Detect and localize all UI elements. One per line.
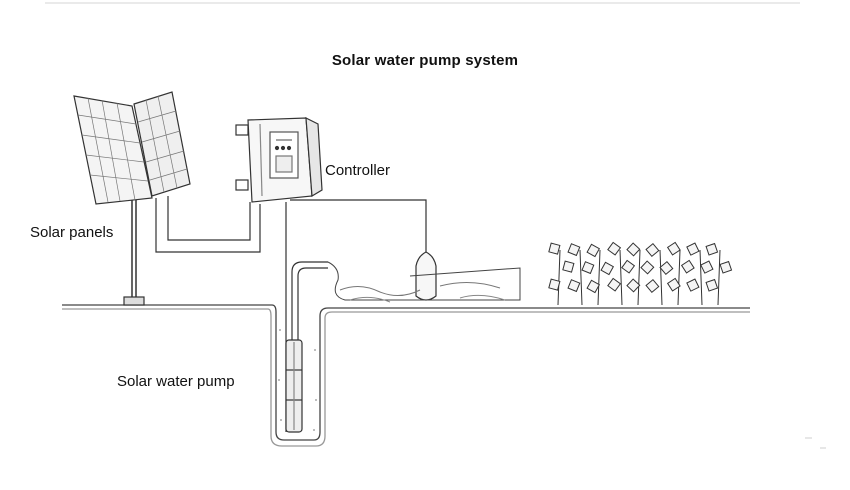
solar-panel-array bbox=[73, 91, 191, 306]
plant-leaf bbox=[645, 242, 660, 258]
plant-leaf bbox=[607, 277, 622, 292]
plant-leaf bbox=[659, 260, 674, 276]
plant-stem bbox=[659, 249, 663, 306]
plant-leaf bbox=[626, 278, 641, 293]
plant-leaf bbox=[621, 259, 636, 274]
submersible-pump bbox=[285, 339, 303, 433]
plant-stem bbox=[677, 249, 681, 306]
plant-leaf bbox=[666, 241, 681, 256]
ground-line bbox=[62, 304, 750, 447]
plant-stem bbox=[637, 249, 641, 306]
plant-leaf bbox=[567, 279, 581, 293]
plant-leaf bbox=[562, 260, 575, 273]
plant-leaf bbox=[567, 243, 581, 257]
plant-leaf bbox=[680, 259, 695, 274]
crop-field bbox=[548, 241, 733, 306]
plant-leaf bbox=[607, 241, 622, 256]
panel-cables bbox=[155, 196, 261, 253]
plant-leaf bbox=[645, 278, 660, 294]
solar-panels-label: Solar panels bbox=[30, 224, 114, 241]
plant-leaf bbox=[548, 242, 561, 255]
plant-stem bbox=[699, 249, 703, 306]
tank-wire bbox=[290, 199, 427, 252]
plant-leaf bbox=[705, 278, 719, 292]
water-reservoir bbox=[327, 261, 521, 303]
plant-leaf bbox=[600, 261, 615, 276]
controller-label: Controller bbox=[325, 162, 391, 179]
plant-leaf bbox=[640, 260, 655, 275]
plant-stem bbox=[557, 249, 561, 306]
diagram-title: Solar water pump system bbox=[331, 52, 519, 69]
plant-leaf bbox=[586, 243, 601, 258]
plant-leaf bbox=[705, 242, 719, 256]
controller-box bbox=[235, 116, 323, 203]
plant-leaf bbox=[626, 242, 641, 257]
plant-leaf bbox=[719, 260, 733, 274]
plant-stem bbox=[619, 249, 623, 306]
pressure-tank bbox=[415, 251, 437, 301]
plant-leaf bbox=[686, 278, 700, 292]
solar-water-pump-label: Solar water pump bbox=[117, 373, 235, 390]
plant-stem bbox=[597, 249, 601, 306]
plant-leaf bbox=[548, 278, 561, 291]
plant-leaf bbox=[700, 260, 714, 274]
plant-leaf bbox=[581, 261, 595, 275]
plant-leaf bbox=[586, 279, 601, 294]
plant-leaf bbox=[666, 277, 681, 292]
corner-marks bbox=[805, 437, 826, 449]
plant-stem bbox=[579, 249, 583, 306]
borehole-texture bbox=[278, 329, 317, 431]
plant-leaf bbox=[686, 242, 700, 256]
plant-stem bbox=[717, 249, 721, 306]
